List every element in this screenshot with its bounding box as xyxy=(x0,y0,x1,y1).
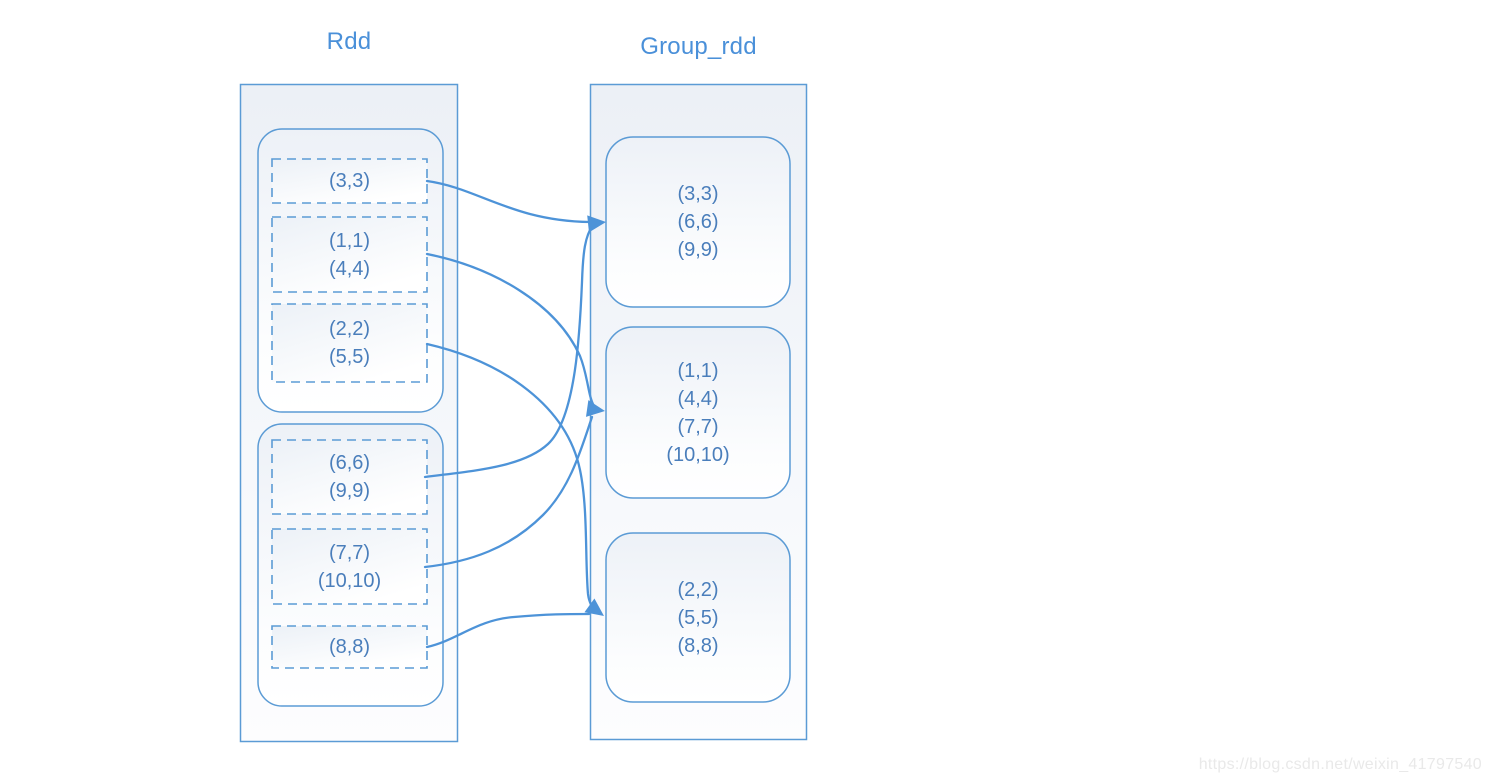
tuple-label: (8,8) xyxy=(677,634,719,657)
arrowhead-group3-icon xyxy=(584,598,604,616)
rdd-block-3 xyxy=(271,158,428,204)
arrow-8-to-group3 xyxy=(425,612,591,649)
tuple-label: (10,10) xyxy=(317,569,382,592)
arrow-1-4-to-group2 xyxy=(425,252,596,408)
arrowhead-group2-icon xyxy=(585,400,605,417)
tuple-label: (1,1) xyxy=(328,229,371,252)
group-box-1-label: (3,3) (6,6) (9,9) xyxy=(606,137,790,307)
group-box-2-label: (1,1) (4,4) (7,7) (10,10) xyxy=(606,327,790,498)
tuple-label: (1,1) xyxy=(677,359,719,382)
tuple-label: (4,4) xyxy=(677,387,719,410)
rdd-block-1-4-label: (1,1) (4,4) xyxy=(272,217,427,292)
group-box-3-label: (2,2) (5,5) (8,8) xyxy=(606,533,790,702)
group-rdd-title: Group_rdd xyxy=(640,33,757,60)
tuple-label: (2,2) xyxy=(677,578,719,601)
tuple-label: (5,5) xyxy=(677,606,719,629)
rdd-block-6-9-label: (6,6) (9,9) xyxy=(272,440,427,514)
arrow-6-9-to-group1 xyxy=(423,223,595,479)
group-box-3 xyxy=(605,532,791,703)
tuple-label: (9,9) xyxy=(328,480,371,502)
tuple-label: (7,7) xyxy=(328,541,371,564)
tuple-label: (8,8) xyxy=(328,636,371,658)
arrow-7-10-to-group2 xyxy=(423,415,594,569)
tuple-label: (3,3) xyxy=(677,183,719,205)
rdd-title: Rdd xyxy=(326,28,372,55)
group-box-2 xyxy=(605,326,791,499)
rdd-block-2-5-label: (2,2) (5,5) xyxy=(272,304,427,382)
rdd-block-6-9 xyxy=(271,439,428,515)
rdd-block-1-4 xyxy=(271,216,428,293)
tuple-label: (10,10) xyxy=(666,443,730,466)
tuple-label: (5,5) xyxy=(328,346,371,368)
rdd-block-7-10 xyxy=(271,528,428,605)
tuple-label: (4,4) xyxy=(328,257,371,280)
rdd-block-8-label: (8,8) xyxy=(272,626,427,668)
tuple-label: (9,9) xyxy=(677,239,719,261)
rdd-block-7-10-label: (7,7) (10,10) xyxy=(272,529,427,604)
tuple-label: (6,6) xyxy=(328,452,371,474)
csdn-watermark: https://blog.csdn.net/weixin_41797540 xyxy=(1198,756,1482,773)
tuple-label: (2,2) xyxy=(328,318,371,340)
tuple-label: (7,7) xyxy=(677,415,719,438)
rdd-block-3-label: (3,3) xyxy=(272,159,427,203)
tuple-label: (3,3) xyxy=(328,170,371,192)
arrow-3-to-group1 xyxy=(425,179,592,224)
arrow-2-5-to-group3 xyxy=(425,342,599,613)
tuple-label: (6,6) xyxy=(677,211,719,233)
rdd-block-2-5 xyxy=(271,303,428,383)
arrowhead-group1-icon xyxy=(587,215,606,233)
rdd-block-8 xyxy=(271,625,428,669)
